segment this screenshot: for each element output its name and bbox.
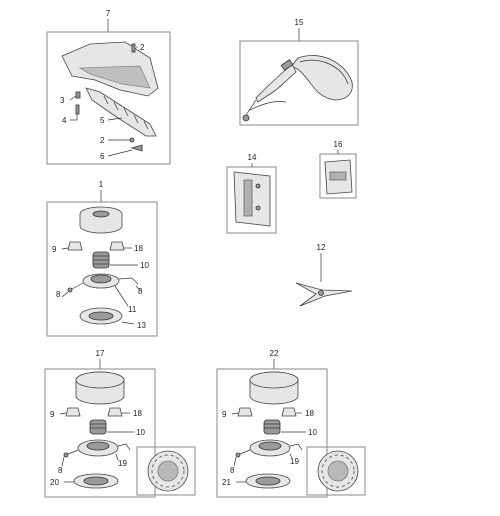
screw-icon <box>131 43 136 53</box>
spring-icon <box>89 419 107 435</box>
callout-g17-5: 20 <box>50 478 59 487</box>
callout-g7-5: 6 <box>100 152 105 161</box>
callout-g22-0: 9 <box>222 410 227 419</box>
callout-g17-2: 10 <box>136 428 145 437</box>
group-1-trimmer-head: 1 9 18 10 8 8 11 13 <box>46 180 158 337</box>
callout-g7-3: 5 <box>100 116 105 125</box>
blade-knife-icon <box>130 144 143 152</box>
callout-g22-3: 19 <box>290 457 299 466</box>
callout-g1-1: 18 <box>134 244 143 253</box>
group-16-label: 16 <box>334 140 343 149</box>
eyelet-icon <box>281 407 297 417</box>
group-14-plate: 14 <box>226 153 277 234</box>
group-7-guard: 7 2 3 4 5 2 6 <box>46 9 171 165</box>
knob-icon <box>65 407 81 417</box>
spring-icon <box>263 419 281 435</box>
knob-icon <box>237 407 253 417</box>
cutting-blade <box>295 282 353 307</box>
knob-icon <box>67 241 83 251</box>
group-7-label: 7 <box>106 9 111 18</box>
bolt-icon <box>75 104 80 115</box>
eyelet-icon <box>107 407 123 417</box>
group-22-label: 22 <box>270 349 279 358</box>
callout-g1-4: 8 <box>56 290 61 299</box>
group-12-label: 12 <box>317 243 326 252</box>
callout-g17-3: 19 <box>118 459 127 468</box>
snap-hook-icon <box>242 114 250 122</box>
callout-g7-1: 3 <box>60 96 65 105</box>
callout-g22-5: 21 <box>222 478 231 487</box>
group-22-trimmer-head: 22 9 18 10 19 8 21 <box>216 349 366 498</box>
guard-rail <box>85 87 157 137</box>
group-14-label: 14 <box>248 153 257 162</box>
callout-g17-1: 18 <box>133 409 142 418</box>
callout-g7-0: 2 <box>140 43 145 52</box>
group-16-bracket: 16 <box>319 140 357 199</box>
callout-g1-5: 11 <box>128 305 137 314</box>
shoulder-strap <box>288 55 353 101</box>
callout-g7-4: 2 <box>100 136 105 145</box>
callout-g1-2: 10 <box>140 261 149 270</box>
screw-icon <box>129 137 135 143</box>
screw-icon <box>75 91 81 99</box>
group-17-trimmer-head: 17 9 18 10 19 8 20 <box>44 349 196 498</box>
group-1-label: 1 <box>99 180 104 189</box>
callout-g7-2: 4 <box>62 116 67 125</box>
group-12-blade: 12 <box>295 243 353 307</box>
eyelet-icon <box>109 241 125 251</box>
group-15-strap: 15 <box>239 18 359 126</box>
callout-g1-0: 9 <box>52 245 57 254</box>
callout-g17-4: 8 <box>58 466 63 475</box>
callout-g22-2: 10 <box>308 428 317 437</box>
group-15-label: 15 <box>295 18 304 27</box>
callout-g17-0: 9 <box>50 410 55 419</box>
callout-g1-6: 13 <box>137 321 146 330</box>
group-17-label: 17 <box>96 349 105 358</box>
callout-g22-4: 8 <box>230 466 235 475</box>
callout-g1-3: 8 <box>138 287 143 296</box>
callout-g22-1: 18 <box>305 409 314 418</box>
